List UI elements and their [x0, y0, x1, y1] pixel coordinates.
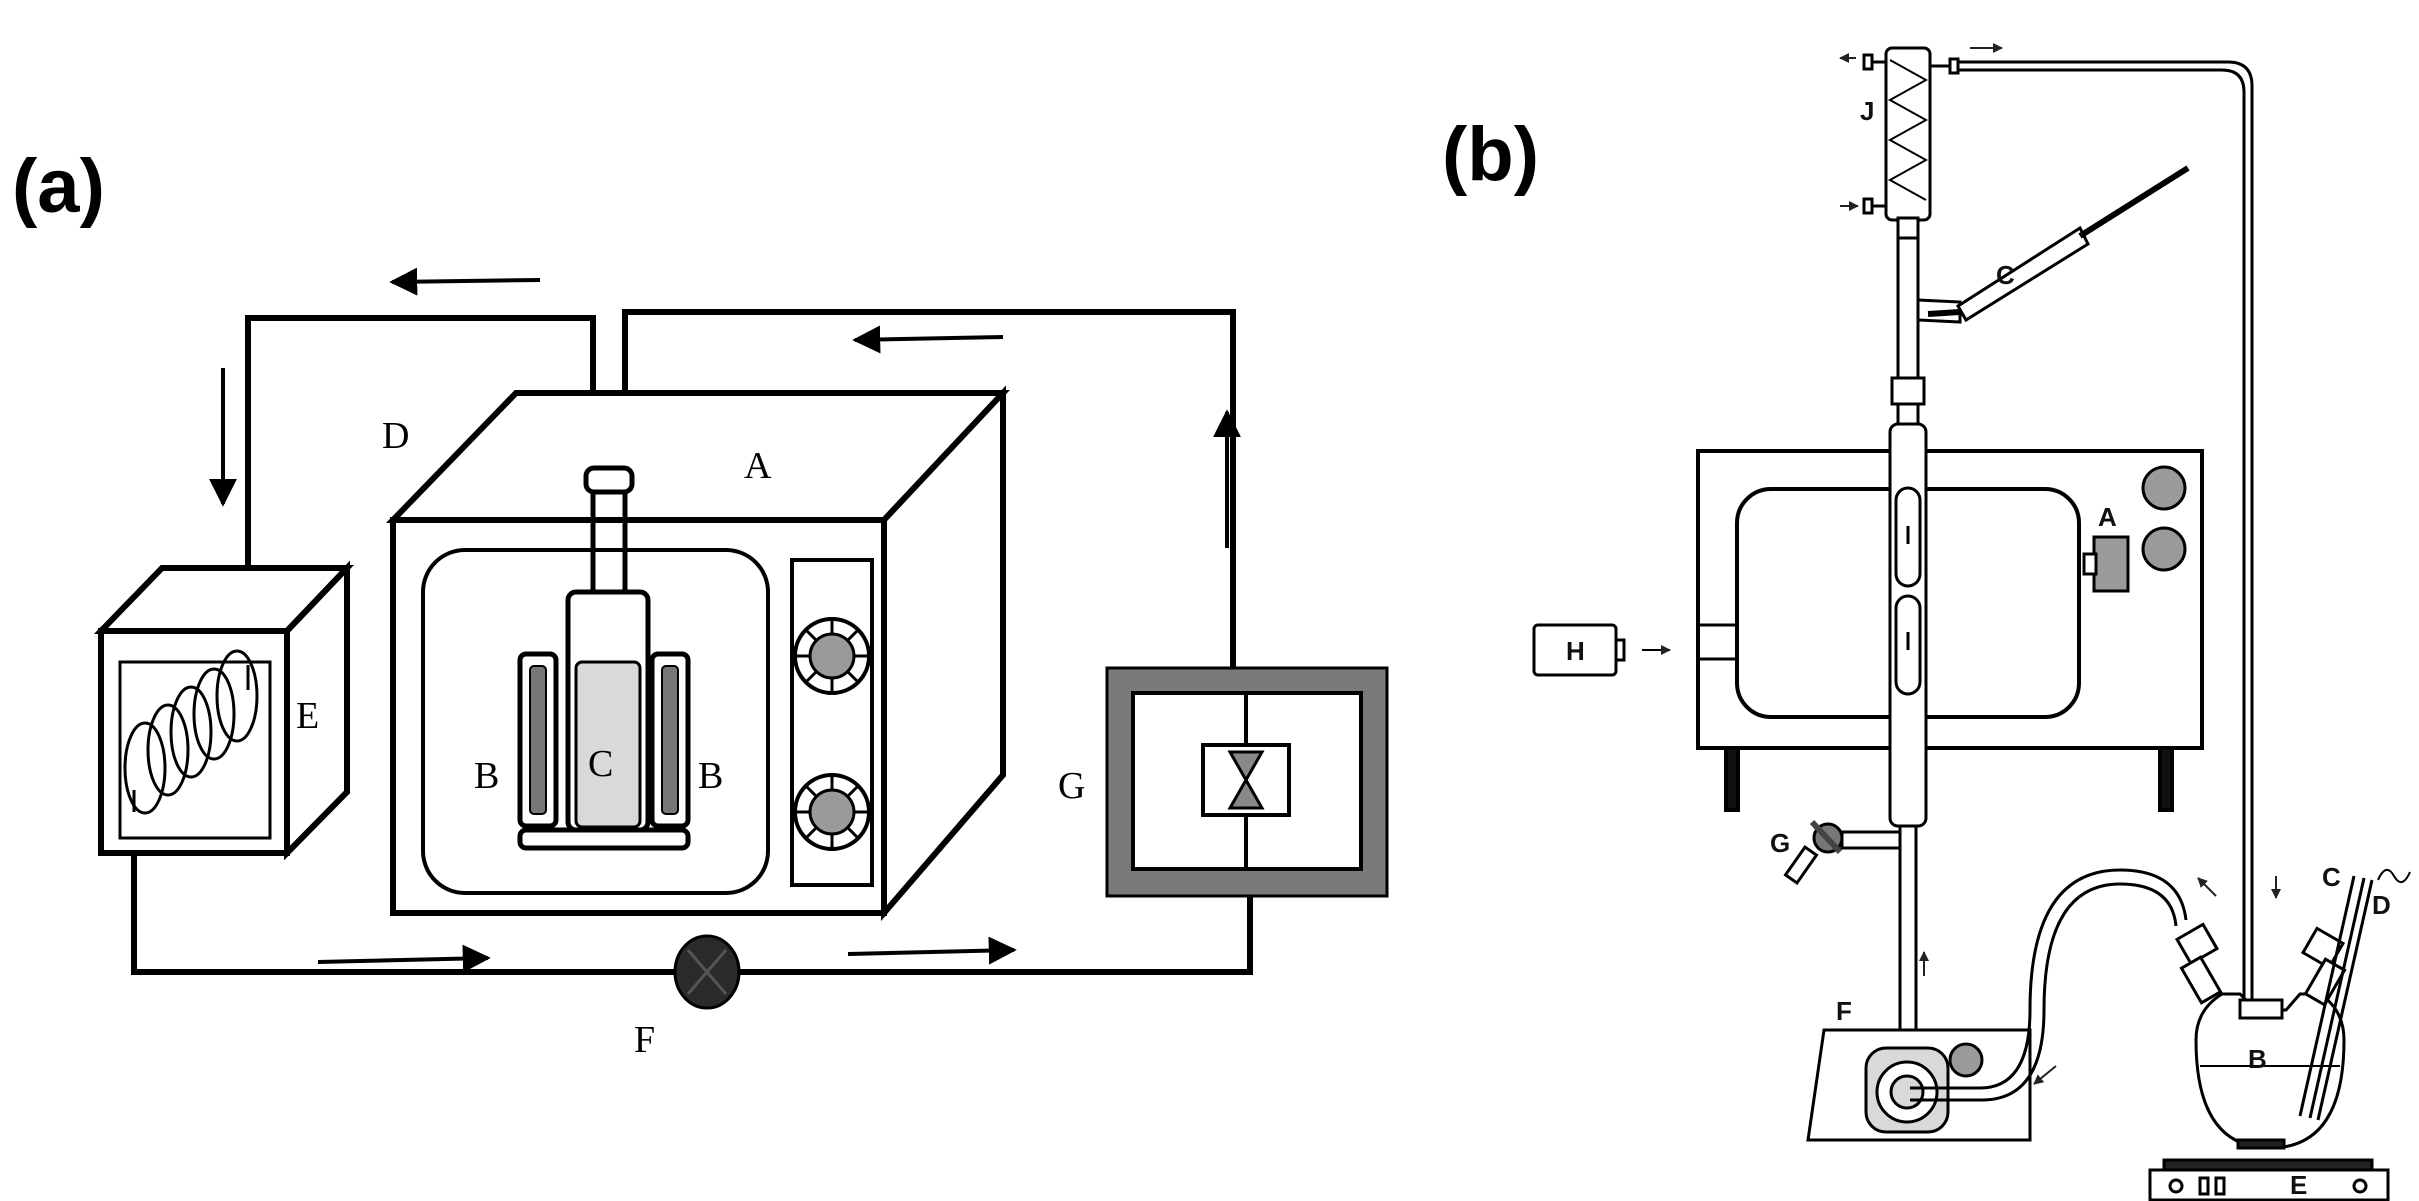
label-b-H: H	[1566, 636, 1585, 666]
oven-b-knob-top	[2141, 465, 2187, 511]
vapor-line-inner	[1958, 68, 2246, 1010]
condenser-j	[1884, 46, 1932, 222]
magnetron-a	[2092, 535, 2130, 593]
oven-b-leg-right	[2158, 746, 2174, 812]
arrow-bottom-left	[317, 944, 491, 973]
oven-b-body	[1696, 449, 2204, 750]
label-a-B-right: B	[698, 755, 723, 797]
thermometer-c-top	[1916, 165, 2190, 324]
label-a-E: E	[296, 695, 319, 737]
pump-hose-inner	[1910, 882, 2178, 1102]
label-a-B-left: B	[474, 755, 499, 797]
probes-cd	[2298, 869, 2411, 1121]
fan-knob-bottom	[793, 773, 871, 851]
hose-arrow-up	[2197, 877, 2217, 897]
label-b-E: E	[2290, 1170, 2307, 1200]
waveguide-h	[1532, 623, 1737, 677]
column-b	[1862, 46, 1960, 1058]
flask-b	[2174, 922, 2347, 1150]
heater-g	[1105, 666, 1389, 898]
tube-fitting	[583, 465, 635, 495]
fan-knob-top	[793, 617, 871, 695]
arrow-bottom-right	[847, 936, 1017, 965]
pump-f-b	[1806, 1028, 2032, 1142]
hose-arrow-down	[2033, 1065, 2057, 1085]
turntable-plate	[517, 827, 691, 851]
label-b-B: B	[2248, 1044, 2267, 1074]
cooler-side	[284, 560, 350, 861]
label-b-D: D	[2372, 890, 2391, 920]
pump-hose	[1910, 868, 2188, 1090]
pump-f	[673, 934, 741, 1010]
panel-a: (a)	[12, 144, 1389, 1061]
label-b-C-right: C	[2322, 862, 2341, 892]
oven-control-panel	[790, 558, 874, 887]
label-a-A: A	[744, 445, 772, 487]
arrow-top-right	[852, 325, 1004, 354]
label-b-J: J	[1860, 96, 1874, 126]
hot-plate-e	[2148, 1158, 2390, 1201]
cooler-box	[93, 560, 354, 861]
condenser-arrows	[1839, 43, 2003, 976]
panel-b: (b)	[1442, 43, 2411, 1201]
cooler-inner	[118, 660, 272, 840]
label-a-C: C	[588, 743, 613, 785]
label-b-F: F	[1836, 996, 1852, 1026]
label-b-A: A	[2098, 502, 2117, 532]
oven-side	[881, 385, 1006, 922]
microwave-oven	[385, 385, 1010, 922]
label-a-G: G	[1058, 765, 1085, 807]
cooling-coil	[123, 649, 259, 815]
reaction-assembly	[517, 589, 691, 851]
oven-b-knob-bottom	[2141, 526, 2187, 572]
arrow-top-left	[389, 267, 541, 296]
magnetron-a-port	[2082, 552, 2098, 576]
valve-g	[1783, 819, 1902, 886]
panel-b-label: (b)	[1442, 112, 1539, 197]
label-b-G: G	[1770, 828, 1790, 858]
panel-a-label: (a)	[12, 144, 105, 229]
label-a-D: D	[382, 415, 409, 457]
microwave-oven-b	[1696, 449, 2204, 812]
oven-b-leg-left	[1724, 746, 1740, 812]
flow-arrows	[209, 267, 1241, 973]
column-b-right-core	[661, 665, 679, 815]
label-b-C-top: C	[1996, 260, 2015, 290]
column-b-left-core	[529, 665, 547, 815]
vessel-inner-c	[574, 660, 642, 829]
vapor-line	[1958, 60, 2254, 1010]
label-a-F: F	[634, 1019, 655, 1061]
